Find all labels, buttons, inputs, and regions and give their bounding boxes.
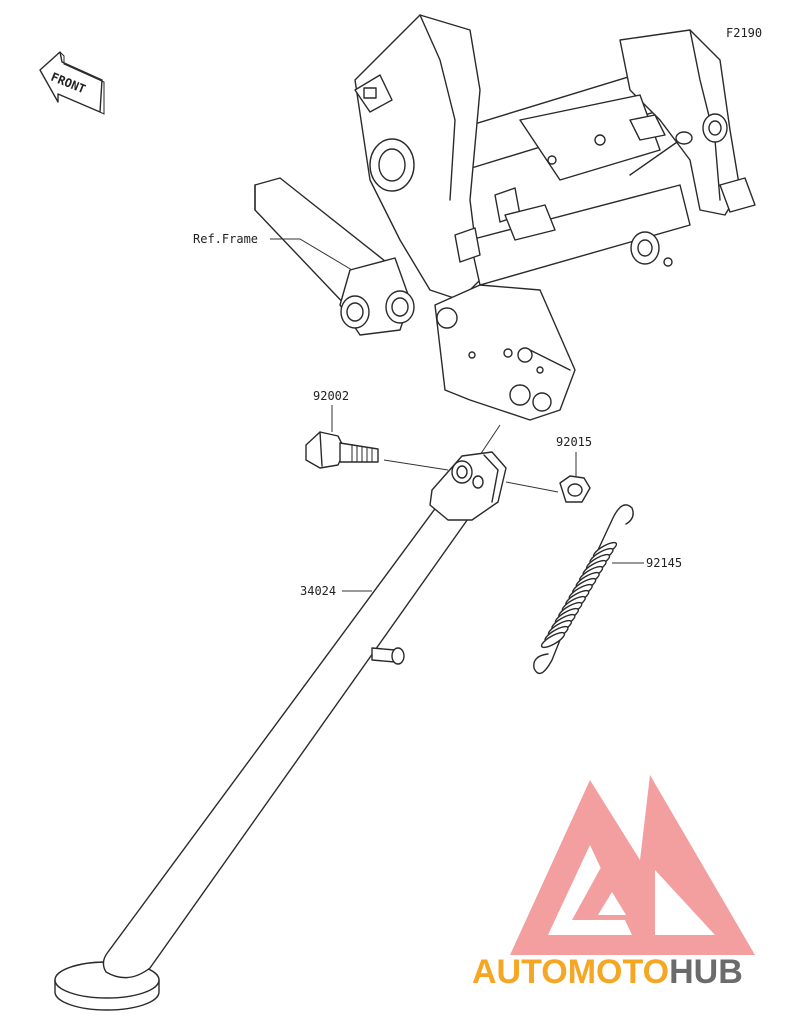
nut-92015	[559, 475, 591, 503]
ref-frame-label: Ref.Frame	[193, 232, 258, 246]
automotohub-logo	[510, 775, 755, 955]
part-label-34024: 34024	[300, 584, 336, 598]
stand-mount-bracket	[434, 284, 576, 421]
watermark-auto: AUTO	[472, 953, 568, 991]
diagram-code: F2190	[726, 26, 762, 40]
spring-92145	[533, 504, 634, 675]
spring-coil	[540, 631, 566, 649]
watermark-hub: HUB	[669, 953, 743, 991]
front-arrow-icon: FRONT	[39, 51, 105, 115]
part-label-92015: 92015	[556, 435, 592, 449]
watermark-text: AUTOMOTOHUB	[472, 953, 743, 991]
part-label-92145: 92145	[646, 556, 682, 570]
bolt-92002	[305, 431, 379, 469]
part-label-92002: 92002	[313, 389, 349, 403]
watermark-moto: MOTO	[568, 953, 669, 991]
ref-frame-tube	[254, 177, 415, 336]
frame-assembly	[354, 14, 756, 301]
side-stand-34024	[54, 451, 507, 1011]
